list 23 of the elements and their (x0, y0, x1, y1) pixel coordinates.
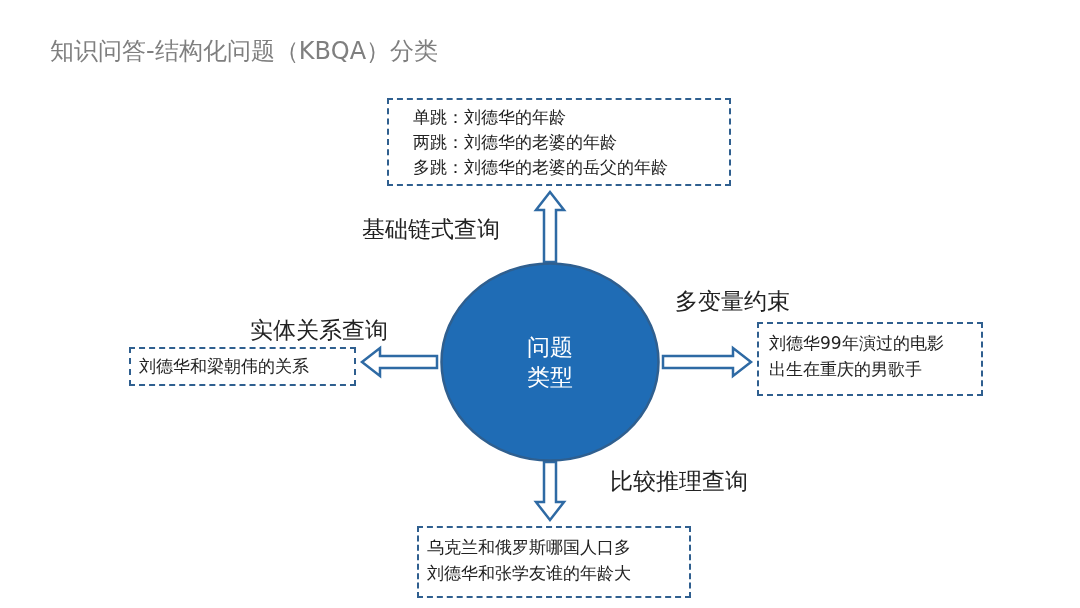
example-box (757, 322, 983, 396)
example-question: 刘德华99年演过的电影 (769, 332, 944, 354)
arrow (661, 345, 754, 379)
edge-label: 多变量约束 (675, 287, 790, 315)
example-box (129, 347, 356, 386)
example-box (387, 98, 731, 186)
example-question: 刘德华和张学友谁的年龄大 (427, 562, 631, 584)
example-question: 多跳：刘德华的老婆的岳父的年龄 (413, 156, 668, 178)
edge-label: 基础链式查询 (362, 215, 500, 243)
example-question: 单跳：刘德华的年龄 (413, 106, 566, 128)
question-type-circle (440, 262, 660, 462)
arrow (533, 460, 567, 523)
example-question: 两跳：刘德华的老婆的年龄 (413, 131, 617, 153)
example-question: 乌克兰和俄罗斯哪国人口多 (427, 536, 631, 558)
title: 知识问答-结构化问题（KBQA）分类 (50, 36, 439, 66)
arrow (533, 189, 567, 264)
edge-label: 实体关系查询 (250, 316, 388, 344)
example-question: 刘德华和梁朝伟的关系 (139, 355, 309, 377)
example-question: 出生在重庆的男歌手 (769, 358, 922, 380)
arrow (359, 345, 439, 379)
edge-label: 比较推理查询 (610, 467, 748, 495)
category-label: 问题类型 (526, 333, 574, 392)
example-box (417, 526, 691, 598)
